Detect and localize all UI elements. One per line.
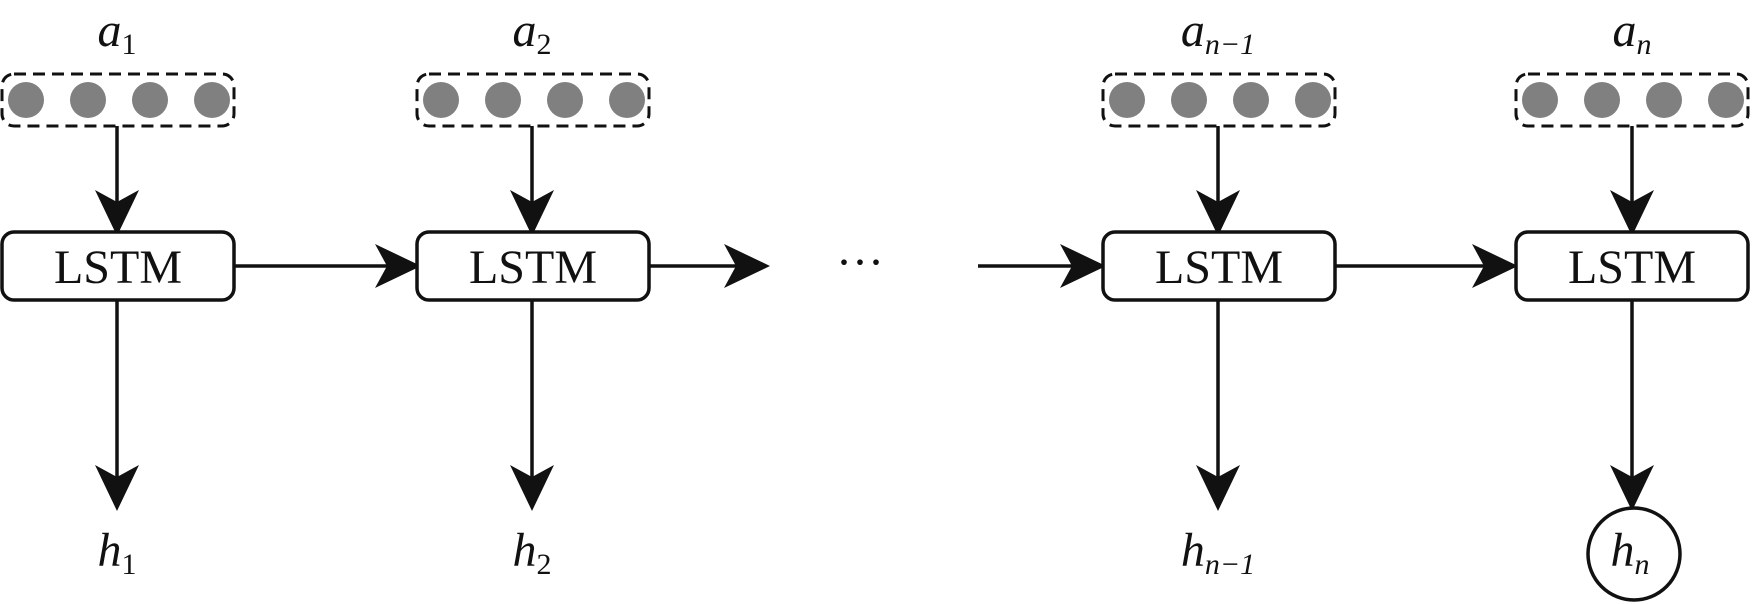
vector-element: [1295, 82, 1331, 118]
vector-element: [1233, 82, 1269, 118]
vector-element: [1708, 82, 1744, 118]
ellipsis: ···: [836, 236, 884, 289]
input-vector-n-minus-1: [1101, 72, 1337, 128]
step-n-minus-1: an−1 LSTM hn−1: [1101, 4, 1337, 581]
output-label-n-minus-1: hn−1: [1181, 524, 1255, 581]
input-vector-n: [1514, 72, 1750, 128]
vector-element: [485, 82, 521, 118]
lstm-cell-2: LSTM: [415, 230, 651, 302]
lstm-cell-label: LSTM: [1568, 241, 1696, 294]
step-2: a2 LSTM h2: [415, 4, 651, 581]
vector-element: [1522, 82, 1558, 118]
vector-element: [70, 82, 106, 118]
input-label-1: a1: [98, 4, 137, 61]
output-node-circle: [1586, 506, 1682, 602]
lstm-cell-label: LSTM: [469, 241, 597, 294]
output-label-n: hn: [1611, 524, 1650, 581]
input-label-n-minus-1: an−1: [1181, 4, 1255, 61]
vector-element: [1646, 82, 1682, 118]
vector-element: [1171, 82, 1207, 118]
vector-element: [1109, 82, 1145, 118]
vector-element: [8, 82, 44, 118]
lstm-cell-n-minus-1: LSTM: [1101, 230, 1337, 302]
input-label-n: an: [1613, 4, 1652, 61]
input-vector-2: [415, 72, 651, 128]
input-vector-1: [0, 72, 236, 128]
vector-element: [132, 82, 168, 118]
vector-element: [194, 82, 230, 118]
input-label-2: a2: [513, 4, 552, 61]
vector-element: [547, 82, 583, 118]
vector-element: [423, 82, 459, 118]
output-label-1: h1: [98, 524, 137, 581]
lstm-cell-label: LSTM: [1155, 241, 1283, 294]
lstm-cell-label: LSTM: [54, 241, 182, 294]
lstm-cell-n: LSTM: [1514, 230, 1750, 302]
vector-element: [1584, 82, 1620, 118]
lstm-cell-1: LSTM: [0, 230, 236, 302]
step-n: an LSTM hn: [1514, 4, 1750, 602]
vector-element: [609, 82, 645, 118]
output-label-2: h2: [513, 524, 552, 581]
step-1: a1 LSTM h1: [0, 4, 236, 581]
